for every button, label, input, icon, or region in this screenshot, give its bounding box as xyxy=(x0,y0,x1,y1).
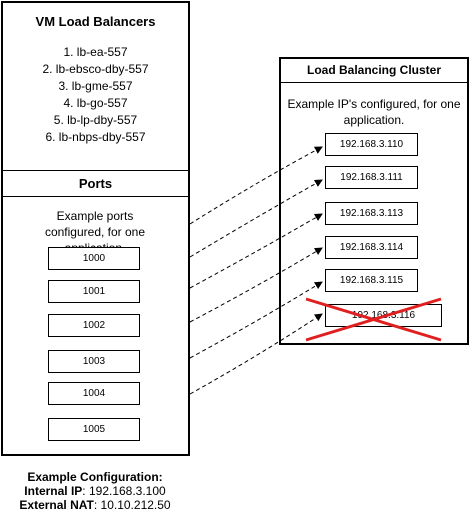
list-item: 3. lb-gme-557 xyxy=(58,79,133,93)
ip-box: 192.168.3.110 xyxy=(325,133,418,156)
ip-box: 192.168.3.111 xyxy=(325,166,418,189)
ports-title: Ports xyxy=(78,176,113,191)
list-item: 5. lb-lp-dby-557 xyxy=(53,113,138,127)
cluster-description: Example IP's configured, for one applica… xyxy=(287,97,461,127)
port-box: 1002 xyxy=(48,314,140,337)
ip-box: 192.168.3.114 xyxy=(325,236,418,259)
port-box: 1000 xyxy=(48,247,140,270)
list-item: 6. lb-nbps-dby-557 xyxy=(45,130,146,144)
external-nat-value: : 10.10.212.50 xyxy=(93,498,171,512)
ip-box: 192.168.3.113 xyxy=(325,202,418,225)
internal-ip-label: Internal IP xyxy=(24,484,83,498)
panel-divider xyxy=(1,170,190,171)
vm-load-balancers-title: VM Load Balancers xyxy=(35,14,156,29)
external-nat-line: External NAT: 10.10.212.50 xyxy=(0,498,190,512)
external-nat-label: External NAT xyxy=(19,498,94,512)
list-item: 1. lb-ea-557 xyxy=(63,45,128,59)
port-box: 1003 xyxy=(48,350,140,373)
port-box: 1004 xyxy=(48,382,140,405)
vm-load-balancer-list: 1. lb-ea-557 2. lb-ebsco-dby-557 3. lb-g… xyxy=(1,44,190,146)
panel-divider xyxy=(1,196,190,197)
port-box: 1001 xyxy=(48,280,140,303)
internal-ip-value: : 192.168.3.100 xyxy=(82,484,166,498)
list-item: 4. lb-go-557 xyxy=(63,96,128,110)
internal-ip-line: Internal IP: 192.168.3.100 xyxy=(0,484,190,498)
cluster-title: Load Balancing Cluster xyxy=(306,63,442,77)
port-box: 1005 xyxy=(48,418,140,441)
vm-load-balancers-panel xyxy=(1,1,190,456)
example-config-heading: Example Configuration: xyxy=(27,470,163,484)
list-item: 2. lb-ebsco-dby-557 xyxy=(42,62,149,76)
ip-box: 192.168.3.115 xyxy=(325,269,418,292)
example-configuration: Example Configuration: Internal IP: 192.… xyxy=(0,470,190,512)
panel-divider xyxy=(279,82,469,83)
ip-box-crossed-out: 192.168.3.116 xyxy=(325,304,442,327)
